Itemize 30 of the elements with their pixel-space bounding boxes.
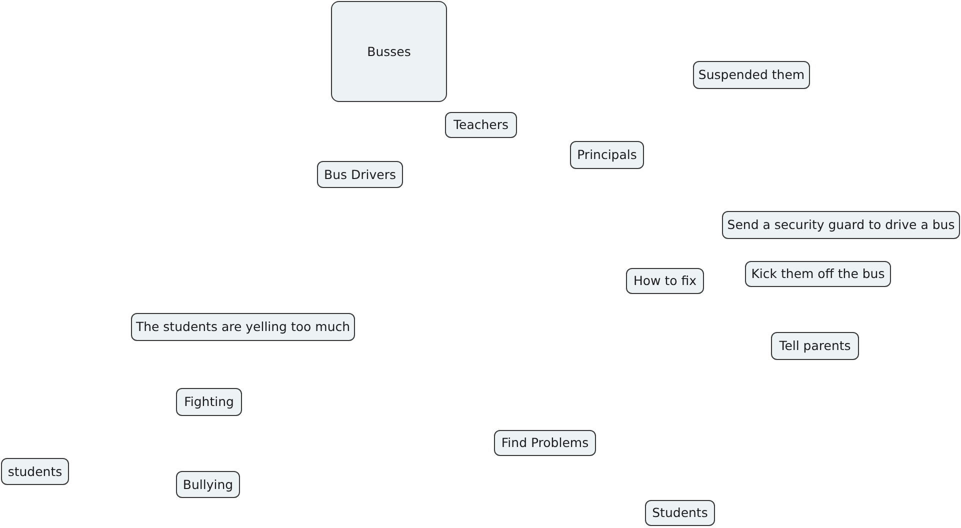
topic-label: Principals [577, 147, 637, 163]
topic-label: How to fix [633, 273, 697, 289]
topic-label: Busses [367, 44, 411, 60]
topic-box [494, 430, 596, 456]
topic-box [445, 112, 517, 138]
topic-box [331, 1, 447, 102]
topic-label: Send a security guard to drive a bus [727, 217, 955, 233]
topic-box [176, 471, 240, 498]
topic-box [693, 61, 810, 89]
topic-label: students [8, 464, 62, 480]
topic-box [570, 141, 644, 169]
topic-label: Teachers [454, 117, 508, 133]
topic-label: Find Problems [501, 435, 589, 451]
topic-box [176, 388, 242, 416]
topic-box [1, 458, 69, 485]
topic-box [745, 261, 891, 287]
topic-label: The students are yelling too much [136, 319, 350, 335]
topic-box [645, 500, 715, 526]
topic-box [771, 332, 859, 360]
topic-label: Bus Drivers [324, 166, 396, 182]
topic-label: Tell parents [779, 338, 851, 354]
topic-box [131, 313, 355, 341]
topic-box [317, 161, 403, 188]
topic-label: Students [652, 505, 708, 521]
topic-box [722, 211, 960, 239]
topic-label: Kick them off the bus [751, 266, 885, 282]
topic-label: Suspended them [698, 67, 805, 83]
topic-box [626, 268, 704, 294]
topic-label: Fighting [184, 394, 234, 410]
topic-label: Bullying [182, 476, 234, 492]
